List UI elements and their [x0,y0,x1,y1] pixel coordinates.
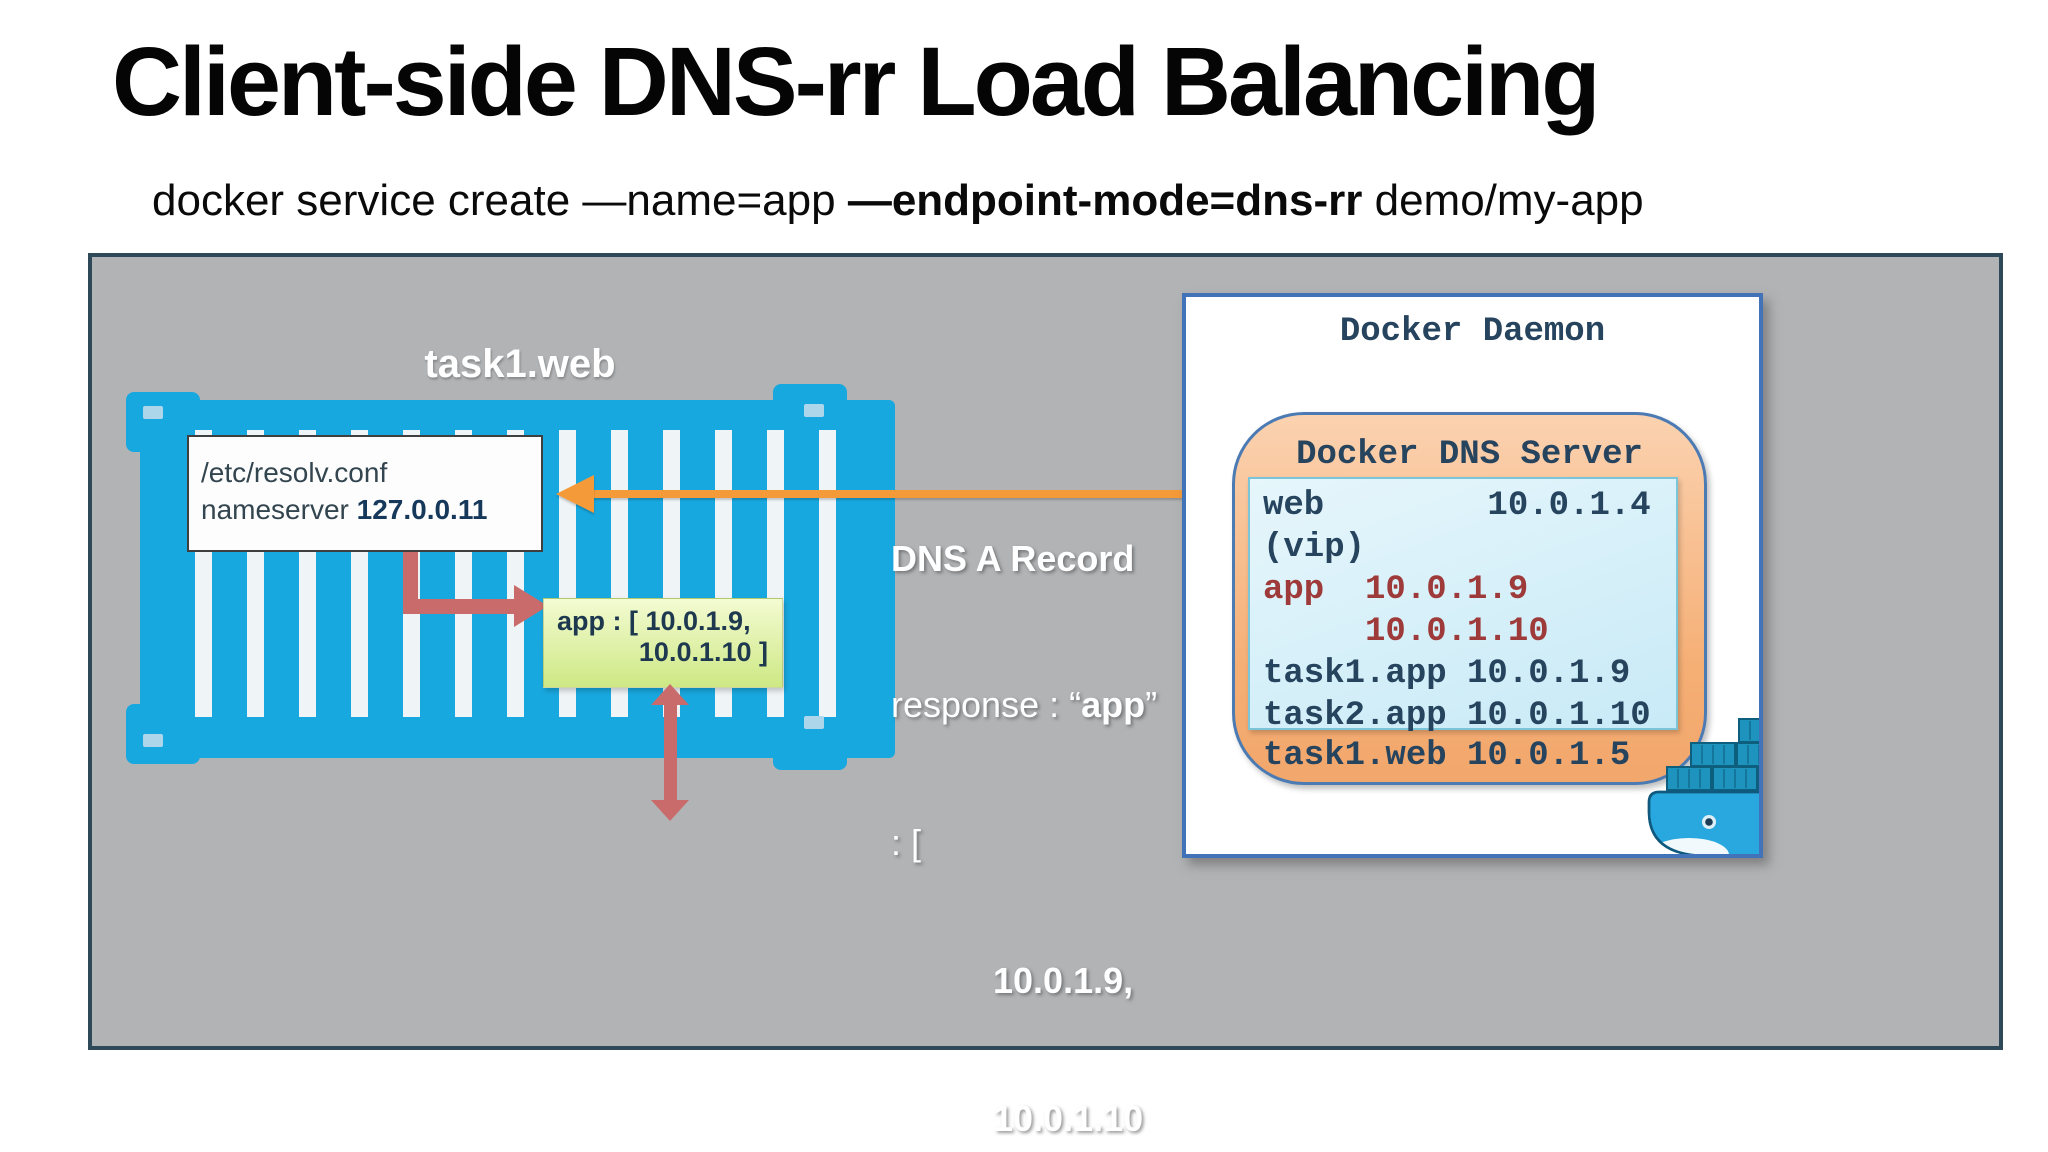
resolv-conf-box: /etc/resolv.conf nameserver 127.0.0.11 [187,435,543,552]
dns-record-row: task1.web 10.0.1.5 [1263,737,1631,775]
container-pin [143,406,163,419]
container-pin [804,404,824,417]
container-label: task1.web [424,342,616,386]
command-endpoint-flag: —endpoint-mode=dns-rr [847,176,1363,225]
response-prefix: response : “ [891,684,1082,725]
command-prefix: docker service create [152,176,583,225]
dns-server-title: Docker DNS Server [1296,436,1643,474]
cache-line1: app : [ 10.0.1.9, [557,606,751,636]
command-suffix: demo/my-app [1362,176,1644,225]
docker-command-line: docker service create —name=app —endpoin… [152,176,1644,226]
resolv-conf-path: /etc/resolv.conf [201,457,388,488]
dns-record-row: task2.app 10.0.1.10 [1263,697,1651,735]
dns-record-row: (vip) [1263,529,1366,567]
dns-response-heading: DNS A Record [891,538,1135,579]
dns-cache-box: app : [ 10.0.1.9, 10.0.1.10 ] [543,598,783,688]
dns-response-text: DNS A Record response : “app” : [ 10.0.1… [891,444,1157,1152]
dns-response-ip2: 10.0.1.10 [993,1098,1144,1139]
dns-record-row: 10.0.1.10 [1263,613,1549,651]
lookup-arrow-head [514,585,548,627]
slide-title: Client-side DNS-rr Load Balancing [112,27,1601,136]
dns-answer-arrow-shaft [592,490,1184,498]
dns-response-ip1: 10.0.1.9, [993,960,1134,1001]
dns-response-line: response : “app” [891,682,1157,728]
dns-response-bracket: : [ [891,822,922,863]
traffic-arrow-down-head [651,800,689,821]
dns-record-table: web 10.0.1.4 (vip) app 10.0.1.9 10.0.1.10 t… [1248,477,1678,735]
container-pin [143,734,163,747]
dns-record-row: task1.app 10.0.1.9 [1263,655,1631,693]
lookup-arrow-shaft [403,552,418,614]
container-pin [804,716,824,729]
nameserver-label: nameserver [201,494,357,525]
cache-line2: 10.0.1.10 ] [638,637,768,667]
traffic-arrow-up-head [651,684,689,705]
lookup-arrow-shaft [403,599,516,614]
nameserver-line: nameserver 127.0.0.11 [201,491,541,528]
dns-record-row: web 10.0.1.4 [1263,487,1651,525]
dns-answer-arrow-head [556,475,594,513]
docker-whale-icon [1647,718,1759,854]
dns-record-row: app 10.0.1.9 [1263,571,1529,609]
nameserver-ip: 127.0.0.11 [356,494,488,525]
response-app: app [1081,684,1146,725]
response-suffix: ” [1145,684,1158,725]
docker-daemon-box: Docker Daemon Docker DNS Server web 10.0… [1182,293,1763,858]
command-name-flag: —name=app [582,176,848,225]
traffic-arrow-shaft [664,702,677,802]
daemon-title: Docker Daemon [1339,313,1606,351]
